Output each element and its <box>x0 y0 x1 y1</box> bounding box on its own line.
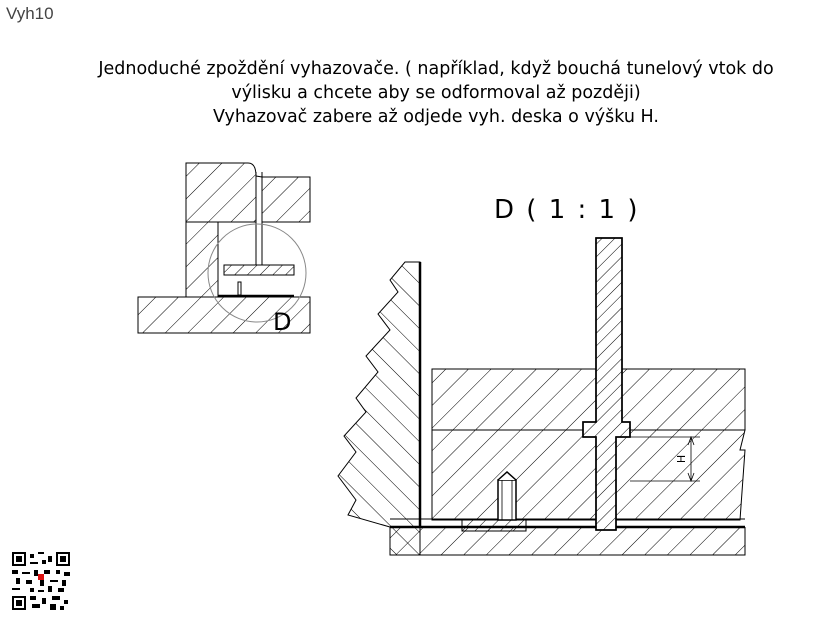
description-line-2: výlisku a chcete aby se odformoval až po… <box>231 83 641 103</box>
description-text: Jednoduché zpoždění vyhazovače. ( napřík… <box>40 57 827 129</box>
overview-view: D <box>137 162 311 336</box>
page-label: Vyh10 <box>6 4 54 23</box>
view-letter: D <box>273 308 291 336</box>
dimension-h-label: H <box>675 455 688 463</box>
qr-code-icon <box>12 552 70 610</box>
detail-view: H <box>337 237 746 556</box>
detail-scale-label: D ( 1 : 1 ) <box>494 195 639 225</box>
description-line-3: Vyhazovač zabere až odjede vyh. deska o … <box>213 107 659 127</box>
description-line-1: Jednoduché zpoždění vyhazovače. ( napřík… <box>98 59 774 79</box>
